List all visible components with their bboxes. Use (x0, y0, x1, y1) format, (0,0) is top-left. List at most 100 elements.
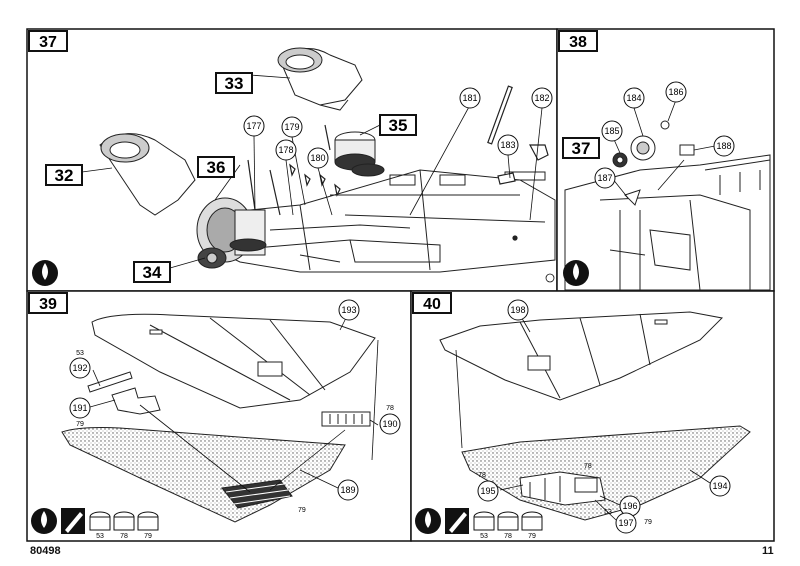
page-code: 80498 (30, 545, 61, 557)
paint-pot-79-icon: 79 (137, 511, 159, 540)
callout-179-label: 179 (284, 122, 299, 132)
callout-198-label: 198 (510, 305, 525, 315)
step-38-cockpit-drawing (564, 154, 771, 291)
paint-79-label: 79 (76, 421, 84, 428)
callout-179: 179 (281, 116, 303, 138)
callout-188-label: 188 (716, 141, 731, 151)
callout-194-label: 194 (712, 481, 727, 491)
step-38-number: 38 (569, 34, 587, 51)
step-40-label: 40 (412, 292, 452, 314)
callout-32: 32 (45, 164, 83, 186)
callout-177-label: 177 (246, 121, 261, 131)
part-35-drawing (334, 131, 385, 177)
callout-183: 183 (497, 134, 519, 156)
callout-35-label: 35 (389, 116, 408, 135)
callout-182: 182 (531, 87, 553, 109)
step-40-wing-bottom (461, 425, 751, 521)
paint-pot-79-label: 79 (144, 533, 152, 540)
copyright-icon (545, 273, 555, 283)
glue-drop-icon-38 (563, 260, 589, 286)
callout-191-label: 191 (72, 403, 87, 413)
callout-182-label: 182 (534, 93, 549, 103)
paint-pot-53-icon: 53 (89, 511, 111, 540)
paint-pot-78-icon-40: 78 (497, 511, 519, 540)
engine-assembly (196, 197, 267, 269)
callout-196-label: 196 (622, 501, 637, 511)
callout-33: 33 (215, 72, 253, 94)
callout-190: 190 78 (379, 405, 401, 435)
callout-195-label: 195 (480, 486, 495, 496)
callout-198: 198 (507, 299, 529, 321)
leader-lines-37 (81, 74, 543, 269)
paint-pot-53-label: 53 (96, 533, 104, 540)
paint-pot-53-icon-40: 53 (473, 511, 495, 540)
small-rods (247, 85, 549, 241)
paint-195-label: 78 (478, 472, 486, 479)
glue-drop-icon (32, 260, 58, 286)
callout-177: 177 (243, 115, 265, 137)
callout-180: 180 (307, 147, 329, 169)
callout-193: 193 (338, 299, 360, 321)
callout-194: 194 (709, 475, 731, 497)
callout-34-label: 34 (143, 263, 162, 282)
callout-35: 35 (379, 114, 417, 136)
paint-pot-53-label-40: 53 (480, 533, 488, 540)
callout-37-ref-label: 37 (572, 139, 591, 158)
callout-191: 191 79 (69, 397, 91, 428)
paint-78-label: 78 (386, 405, 394, 412)
step-39-wing-bottom (61, 427, 346, 523)
callout-193-label: 193 (341, 305, 356, 315)
paint-brush-icon-39 (61, 508, 85, 534)
callout-183-label: 183 (500, 140, 515, 150)
callout-185: 185 (601, 120, 623, 142)
callout-181-label: 181 (462, 93, 477, 103)
callout-188: 188 (713, 135, 735, 157)
leader-lines-39 (89, 311, 379, 493)
part-33-drawing (277, 47, 363, 111)
callout-33-label: 33 (225, 74, 244, 93)
part-32-drawing (99, 133, 196, 216)
paint-197-53-label: 53 (604, 509, 612, 516)
callout-187-label: 187 (597, 173, 612, 183)
paint-pot-78-icon: 78 (113, 511, 135, 540)
step-39-label: 39 (28, 292, 68, 314)
step-39-wing-top (91, 313, 376, 409)
glue-drop-icon-40 (415, 508, 441, 534)
callout-195: 195 78 (477, 472, 499, 502)
callout-186: 186 (665, 81, 687, 103)
callout-190-label: 190 (382, 419, 397, 429)
step-40-wing-top (439, 311, 724, 401)
page-number: 11 (762, 545, 774, 557)
callout-32-label: 32 (55, 166, 74, 185)
callout-192-label: 192 (72, 363, 87, 373)
callout-181: 181 (459, 87, 481, 109)
step-40-number: 40 (423, 296, 441, 313)
callout-197-label: 197 (618, 518, 633, 528)
step-39-small-parts (87, 371, 371, 427)
paint-pot-79-label-40: 79 (528, 533, 536, 540)
callout-187: 187 (594, 167, 616, 189)
paint-197-79-label: 79 (644, 519, 652, 526)
paint-brush-icon-40 (445, 508, 469, 534)
callout-178: 178 (275, 139, 297, 161)
paint-bay-39-label: 79 (298, 507, 306, 514)
callout-186-label: 186 (668, 87, 683, 97)
step-38-label: 38 (558, 30, 598, 52)
callout-36: 36 (197, 156, 235, 178)
callout-37-ref: 37 (562, 137, 600, 159)
paint-pot-79-icon-40: 79 (521, 511, 543, 540)
paint-bay-40-label: 78 (584, 463, 592, 470)
callout-185-label: 185 (604, 126, 619, 136)
callout-196: 196 (619, 495, 641, 517)
callout-36-label: 36 (207, 158, 226, 177)
callout-192: 192 53 (69, 350, 91, 379)
callout-180-label: 180 (310, 153, 325, 163)
callout-189: 189 (337, 479, 359, 501)
step-38-parts-drawing (612, 120, 695, 206)
callout-184: 184 (623, 87, 645, 109)
step-37-label: 37 (28, 30, 68, 52)
paint-53-label: 53 (76, 350, 84, 357)
callout-178-label: 178 (278, 145, 293, 155)
glue-drop-icon-39 (31, 508, 57, 534)
